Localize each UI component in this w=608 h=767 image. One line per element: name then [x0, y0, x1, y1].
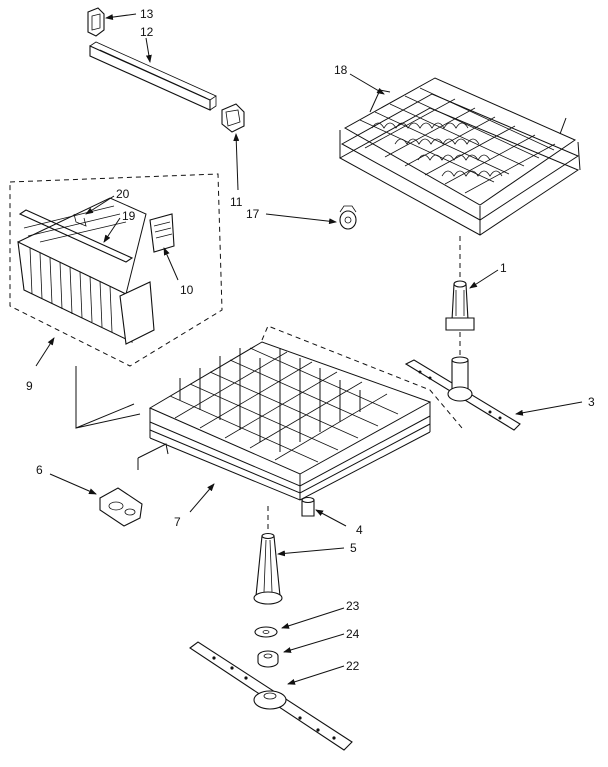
callout-18: 18 — [334, 63, 348, 77]
utensil-group-box — [9, 173, 223, 367]
callout-22: 22 — [346, 659, 360, 673]
callout-labels: 13 12 18 20 19 11 17 10 1 9 3 6 7 4 5 23… — [26, 7, 595, 673]
callout-17: 17 — [246, 207, 260, 221]
lower-spray-arm-part — [189, 641, 353, 751]
upper-rack-part — [338, 77, 581, 236]
bushing-part — [301, 496, 315, 517]
silverware-basket-part — [17, 197, 155, 345]
callout-19: 19 — [122, 209, 136, 223]
callout-6: 6 — [36, 463, 43, 477]
callout-13: 13 — [140, 7, 154, 21]
seal-ring-part — [257, 650, 279, 668]
lower-spray-tube-part — [253, 532, 283, 605]
lower-rack-part — [137, 325, 463, 501]
callout-12: 12 — [140, 25, 154, 39]
callout-9: 9 — [26, 379, 33, 393]
leader-lines — [35, 13, 583, 685]
callout-1: 1 — [500, 261, 507, 275]
rack-roller-part — [99, 487, 143, 527]
callout-5: 5 — [350, 541, 357, 555]
callout-4: 4 — [356, 523, 363, 537]
spray-tube-part — [445, 280, 475, 356]
upper-spray-arm-part — [404, 356, 521, 431]
basket-lid-part — [149, 213, 175, 253]
rail-stop-part — [221, 103, 245, 133]
clip-part — [339, 205, 357, 230]
callout-23: 23 — [346, 599, 360, 613]
callout-20: 20 — [116, 187, 130, 201]
callout-3: 3 — [588, 395, 595, 409]
callout-24: 24 — [346, 627, 360, 641]
track-rail-part — [89, 41, 217, 111]
end-cap-part — [87, 7, 105, 37]
callout-10: 10 — [180, 283, 194, 297]
group-leader-line — [75, 366, 141, 429]
callout-11: 11 — [230, 195, 243, 209]
washer-part — [254, 626, 278, 638]
callout-7: 7 — [174, 515, 181, 529]
